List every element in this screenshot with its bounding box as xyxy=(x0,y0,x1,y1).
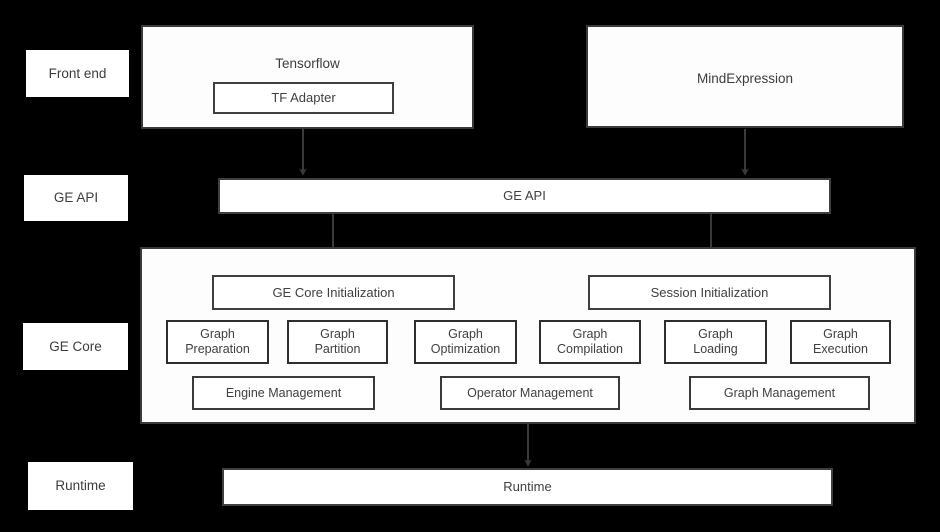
ge-core-initialization-box[interactable]: GE Core Initialization xyxy=(212,275,455,310)
module-graph-management[interactable]: Graph Management xyxy=(689,376,870,410)
module-graph-loading[interactable]: Graph Loading xyxy=(664,320,767,364)
layer-label-front-end: Front end xyxy=(26,50,129,97)
module-graph-partition[interactable]: Graph Partition xyxy=(287,320,388,364)
tensorflow-label: Tensorflow xyxy=(275,56,340,71)
module-graph-optimization[interactable]: Graph Optimization xyxy=(414,320,517,364)
module-operator-management[interactable]: Operator Management xyxy=(440,376,620,410)
layer-label-ge-api: GE API xyxy=(24,175,128,221)
tf-adapter-box[interactable]: TF Adapter xyxy=(213,82,394,114)
module-graph-compilation[interactable]: Graph Compilation xyxy=(539,320,641,364)
mindexpression-label: MindExpression xyxy=(696,71,794,86)
module-graph-preparation[interactable]: Graph Preparation xyxy=(166,320,269,364)
ge-api-bar[interactable]: GE API xyxy=(218,178,831,214)
layer-label-runtime: Runtime xyxy=(28,462,133,510)
module-graph-execution[interactable]: Graph Execution xyxy=(790,320,891,364)
runtime-bar[interactable]: Runtime xyxy=(222,468,833,506)
session-initialization-box[interactable]: Session Initialization xyxy=(588,275,831,310)
mindexpression-container: MindExpression xyxy=(586,25,904,128)
module-engine-management[interactable]: Engine Management xyxy=(192,376,375,410)
layer-label-ge-core: GE Core xyxy=(23,323,128,370)
